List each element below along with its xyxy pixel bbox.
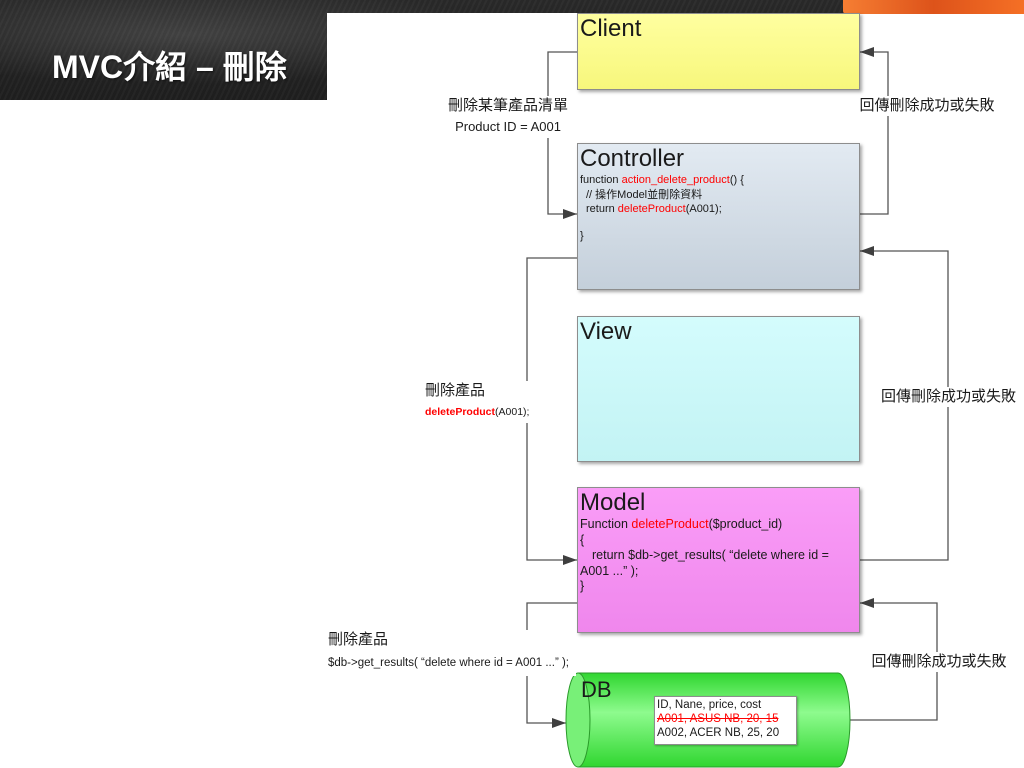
model-code-close-brace: } [580,579,585,593]
code-text: ($product_id) [708,517,783,531]
db-table-deleted-row: A001, ASUS NB, 20, 15 [657,713,779,725]
label-client-to-controller: 刪除某筆產品清單 Product ID = A001 [440,96,576,138]
db-table: ID, Nane, price, cost A001, ASUS NB, 20,… [654,696,797,745]
arrow-controller-to-client [860,47,889,215]
code-text: (A001); [495,406,530,418]
model-code: Function deleteProduct($product_id) { re… [580,517,857,595]
model-title: Model [580,489,646,516]
controller-code: function action_delete_product() { // 操作… [580,173,857,243]
label-delete-call: deleteProduct(A001); [425,401,537,423]
label-controller-to-client: 回傳刪除成功或失敗 [852,96,1002,116]
model-code-function-line: Function deleteProduct($product_id) [580,517,857,533]
code-highlight: deleteProduct [425,406,496,418]
controller-code-close-brace: } [580,229,584,242]
label-db-query: $db->get_results( “delete where id = A00… [328,657,569,669]
accent-bar [843,0,1024,14]
controller-box: Controller function action_delete_produc… [577,143,860,290]
model-box: Model Function deleteProduct($product_id… [577,487,860,633]
label-model-to-controller: 回傳刪除成功或失敗 [875,387,1022,407]
controller-code-return-line: return deleteProduct(A001); [580,202,857,217]
code-highlight: deleteProduct [631,517,709,531]
label-return-result: 回傳刪除成功或失敗 [859,97,995,114]
label-delete-product: 刪除產品 [328,631,389,648]
controller-code-function-line: function action_delete_product() { [580,173,857,188]
code-text: Function [580,517,632,531]
db-table-row: A002, ACER NB, 25, 20 [657,727,780,739]
code-highlight: action_delete_product [621,174,730,186]
view-box: View [577,316,860,462]
code-highlight: deleteProduct [617,203,686,215]
view-title: View [580,318,632,345]
label-product-id: Product ID = A001 [455,119,561,134]
slide-title: MVC介紹 – 刪除 [52,49,287,85]
client-box: Client [577,13,860,90]
code-text: (A001); [685,203,722,215]
db-cylinder-face [565,672,591,768]
model-code-return-continued: A001 ...” ); [580,563,639,578]
code-text: return [586,203,618,215]
label-return-result: 回傳刪除成功或失敗 [880,388,1016,405]
code-text: () { [729,174,744,186]
label-db-to-model: 回傳刪除成功或失敗 [864,652,1014,672]
model-code-open-brace: { [580,532,585,547]
label-request-text: 刪除某筆產品清單 [447,97,568,114]
client-title: Client [580,15,642,42]
label-model-to-db: 刪除產品 $db->get_results( “delete where id … [327,630,576,676]
label-delete-product: 刪除產品 [425,382,486,399]
db-table-header: ID, Nane, price, cost [657,699,762,711]
label-controller-to-model: 刪除產品 deleteProduct(A001); [424,381,537,423]
code-text: function [580,174,622,186]
label-return-result: 回傳刪除成功或失敗 [871,653,1007,670]
controller-code-comment: // 操作Model並刪除資料 [586,188,703,201]
db-title: DB [581,677,612,702]
controller-title: Controller [580,145,685,172]
model-code-return-line: return $db->get_results( “delete where i… [592,548,829,562]
